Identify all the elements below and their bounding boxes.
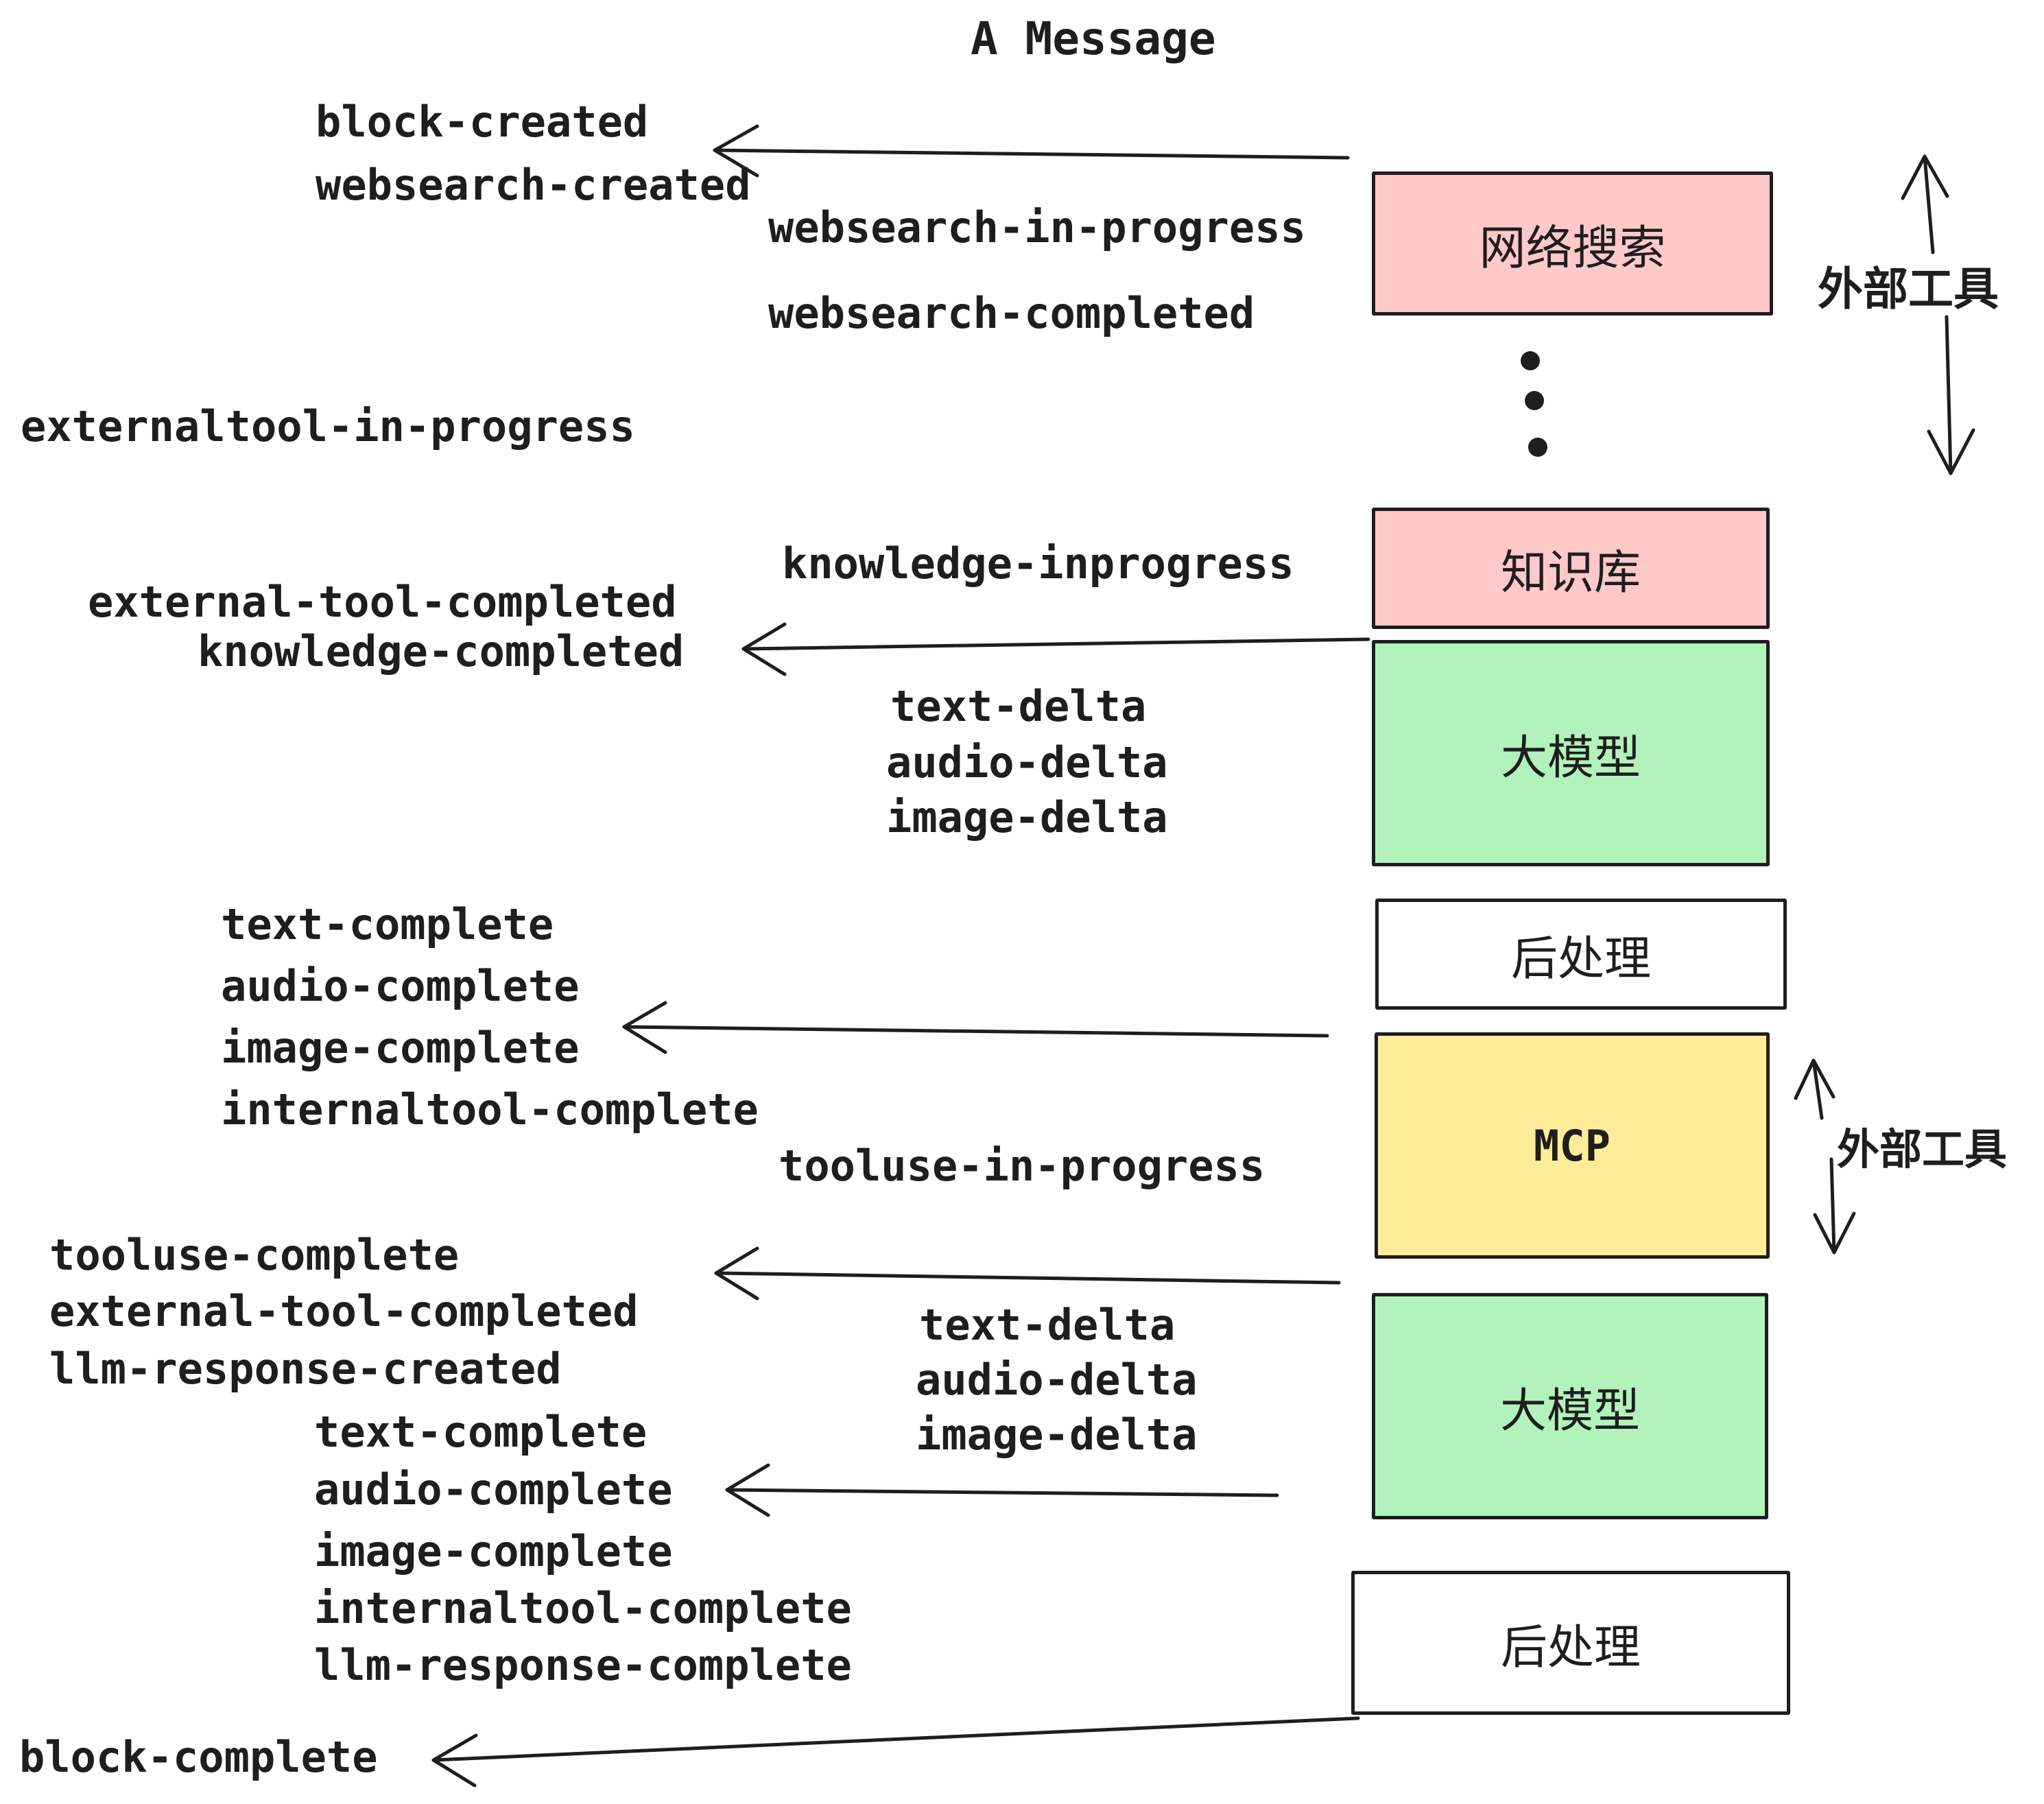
arrow-mcp-tools-down [1813,1157,1856,1255]
node-llm-1-label: 大模型 [1500,731,1641,785]
event-image-complete-1: image-complete [221,1023,580,1073]
event-externaltool-in-progress: externaltool-in-progress [21,401,635,451]
event-internaltool-complete-2: internaltool-complete [314,1583,852,1633]
node-postprocess-2-label: 后处理 [1500,1620,1641,1675]
node-llm-2-label: 大模型 [1499,1384,1640,1438]
event-llm-response-complete: llm-response-complete [314,1640,852,1690]
event-image-delta-1: image-delta [886,792,1168,842]
event-websearch-created: websearch-created [316,160,751,210]
event-llm-response-created: llm-response-created [49,1344,562,1394]
arrow-knowledge-completed [741,622,1370,676]
node-postprocess-1-label: 后处理 [1510,931,1651,986]
event-audio-complete-2: audio-complete [314,1464,673,1515]
annotation-external-tools-mcp: 外部工具 [1837,1124,2008,1174]
arrow-external-tools-down [1927,315,1975,475]
event-tooluse-in-progress: tooluse-in-progress [779,1141,1265,1191]
event-block-created: block-created [316,97,649,147]
event-audio-delta-1: audio-delta [886,737,1168,787]
arrow-mcp-tools-up [1794,1058,1835,1120]
node-knowledge: 知识库 [1372,508,1770,629]
event-text-delta-1: text-delta [890,681,1147,731]
event-image-delta-2: image-delta [916,1410,1198,1460]
event-text-delta-2: text-delta [919,1300,1176,1350]
arrow-external-tools-up [1901,154,1949,254]
event-audio-complete-1: audio-complete [221,961,580,1011]
ellipsis-dots [1521,351,1547,457]
event-text-complete-2: text-complete [314,1407,647,1457]
event-websearch-completed: websearch-completed [768,288,1255,338]
event-knowledge-inprogress: knowledge-inprogress [782,538,1294,589]
node-llm-1: 大模型 [1372,640,1770,866]
arrow-websearch-created [713,124,1350,178]
node-mcp-label: MCP [1534,1120,1611,1171]
event-websearch-in-progress: websearch-in-progress [768,202,1306,252]
event-tooluse-complete: tooluse-complete [49,1230,460,1280]
node-knowledge-label: 知识库 [1500,546,1641,600]
event-text-complete-1: text-complete [221,899,554,949]
node-llm-2: 大模型 [1372,1293,1768,1519]
node-postprocess-2: 后处理 [1351,1571,1790,1715]
event-image-complete-2: image-complete [314,1526,673,1576]
event-knowledge-completed: knowledge-completed [198,626,685,676]
arrow-audio-complete-2 [725,1463,1279,1517]
node-websearch: 网络搜索 [1372,171,1773,316]
diagram-title: A Message [971,12,1216,65]
event-block-complete: block-complete [19,1732,378,1782]
node-mcp: MCP [1375,1032,1770,1259]
annotation-external-tools-top: 外部工具 [1818,263,1999,316]
event-audio-delta-2: audio-delta [916,1355,1198,1405]
arrow-block-complete [431,1716,1360,1788]
arrow-tooluse-complete [714,1246,1341,1301]
event-external-tool-completed-1: external-tool-completed [88,577,677,627]
node-websearch-label: 网络搜索 [1479,221,1666,276]
node-postprocess-1: 后处理 [1375,899,1787,1010]
event-external-tool-completed-2: external-tool-completed [49,1286,639,1336]
arrow-image-complete [622,1001,1329,1054]
event-internaltool-complete-1: internaltool-complete [221,1084,759,1135]
